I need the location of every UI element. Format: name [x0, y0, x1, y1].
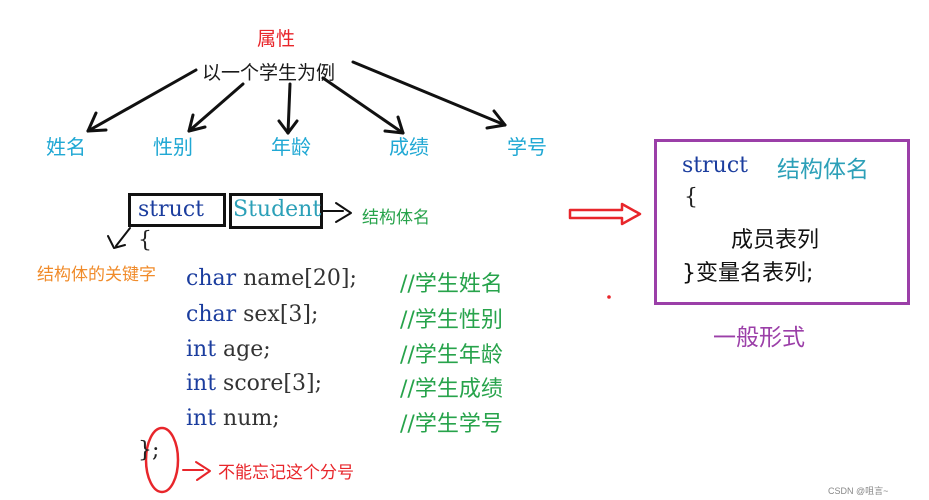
member-type: char — [186, 266, 237, 291]
arrow-to-name — [86, 68, 198, 133]
attribute-score: 成绩 — [389, 135, 429, 159]
member-line-gender: char sex[3]; — [186, 302, 318, 327]
member-type: char — [186, 302, 237, 327]
member-comment: //学生姓名 — [400, 272, 503, 297]
attribute-student-id: 学号 — [507, 135, 547, 159]
struct-keyword: struct — [138, 197, 204, 222]
general-form-open-brace: { — [684, 185, 698, 210]
struct-name: Student — [233, 197, 322, 222]
member-line-age: int age; — [186, 337, 271, 362]
general-form-caption: 一般形式 — [713, 325, 805, 351]
struct-name-box — [229, 193, 323, 229]
member-type: int — [186, 371, 217, 396]
struct-name-pointer-arrow — [322, 202, 352, 223]
keyword-box — [128, 193, 226, 227]
attribute-title: 属性 — [257, 28, 296, 50]
member-decl: age; — [216, 337, 271, 362]
general-form-variable-list: }变量名表列; — [682, 261, 814, 286]
general-form-members: 成员表列 — [731, 228, 820, 253]
member-comment: //学生性别 — [400, 308, 503, 333]
general-form-keyword: struct — [682, 153, 748, 178]
open-brace: { — [138, 228, 152, 253]
attribute-arrows — [86, 60, 507, 135]
attribute-name: 姓名 — [46, 135, 86, 159]
member-line-name: char name[20]; — [186, 266, 357, 291]
arrow-to-score — [321, 76, 405, 135]
semicolon-highlight-ellipse — [144, 426, 180, 494]
semicolon-note: 不能忘记这个分号 — [218, 463, 354, 483]
struct-name-note: 结构体名 — [362, 208, 430, 228]
member-comment: //学生成绩 — [400, 377, 503, 402]
close-brace-semicolon: }; — [138, 438, 160, 463]
member-line-id: int num; — [186, 406, 280, 431]
keyword-pointer-arrow — [107, 227, 131, 249]
keyword-note: 结构体的关键字 — [37, 265, 156, 285]
attribute-age: 年龄 — [271, 135, 311, 159]
member-decl: sex[3]; — [236, 302, 319, 327]
general-form-struct-name: 结构体名 — [777, 157, 869, 183]
watermark: CSDN @咀言~ — [828, 486, 889, 496]
arrow-to-age — [277, 82, 299, 135]
general-form-panel — [654, 139, 910, 305]
example-label: 以一个学生为例 — [202, 62, 336, 84]
member-decl: num; — [216, 406, 280, 431]
semicolon-pointer-arrow — [182, 461, 211, 481]
member-decl: score[3]; — [216, 371, 323, 396]
generalize-arrow — [568, 202, 642, 226]
member-comment: //学生年龄 — [400, 343, 503, 368]
attribute-gender: 性别 — [153, 135, 193, 159]
member-comment: //学生学号 — [400, 412, 503, 437]
stray-dot — [607, 295, 611, 299]
arrow-to-gender — [187, 82, 245, 133]
arrow-to-id — [351, 60, 507, 130]
member-decl: name[20]; — [236, 266, 357, 291]
member-line-score: int score[3]; — [186, 371, 322, 396]
member-type: int — [186, 337, 217, 362]
member-type: int — [186, 406, 217, 431]
